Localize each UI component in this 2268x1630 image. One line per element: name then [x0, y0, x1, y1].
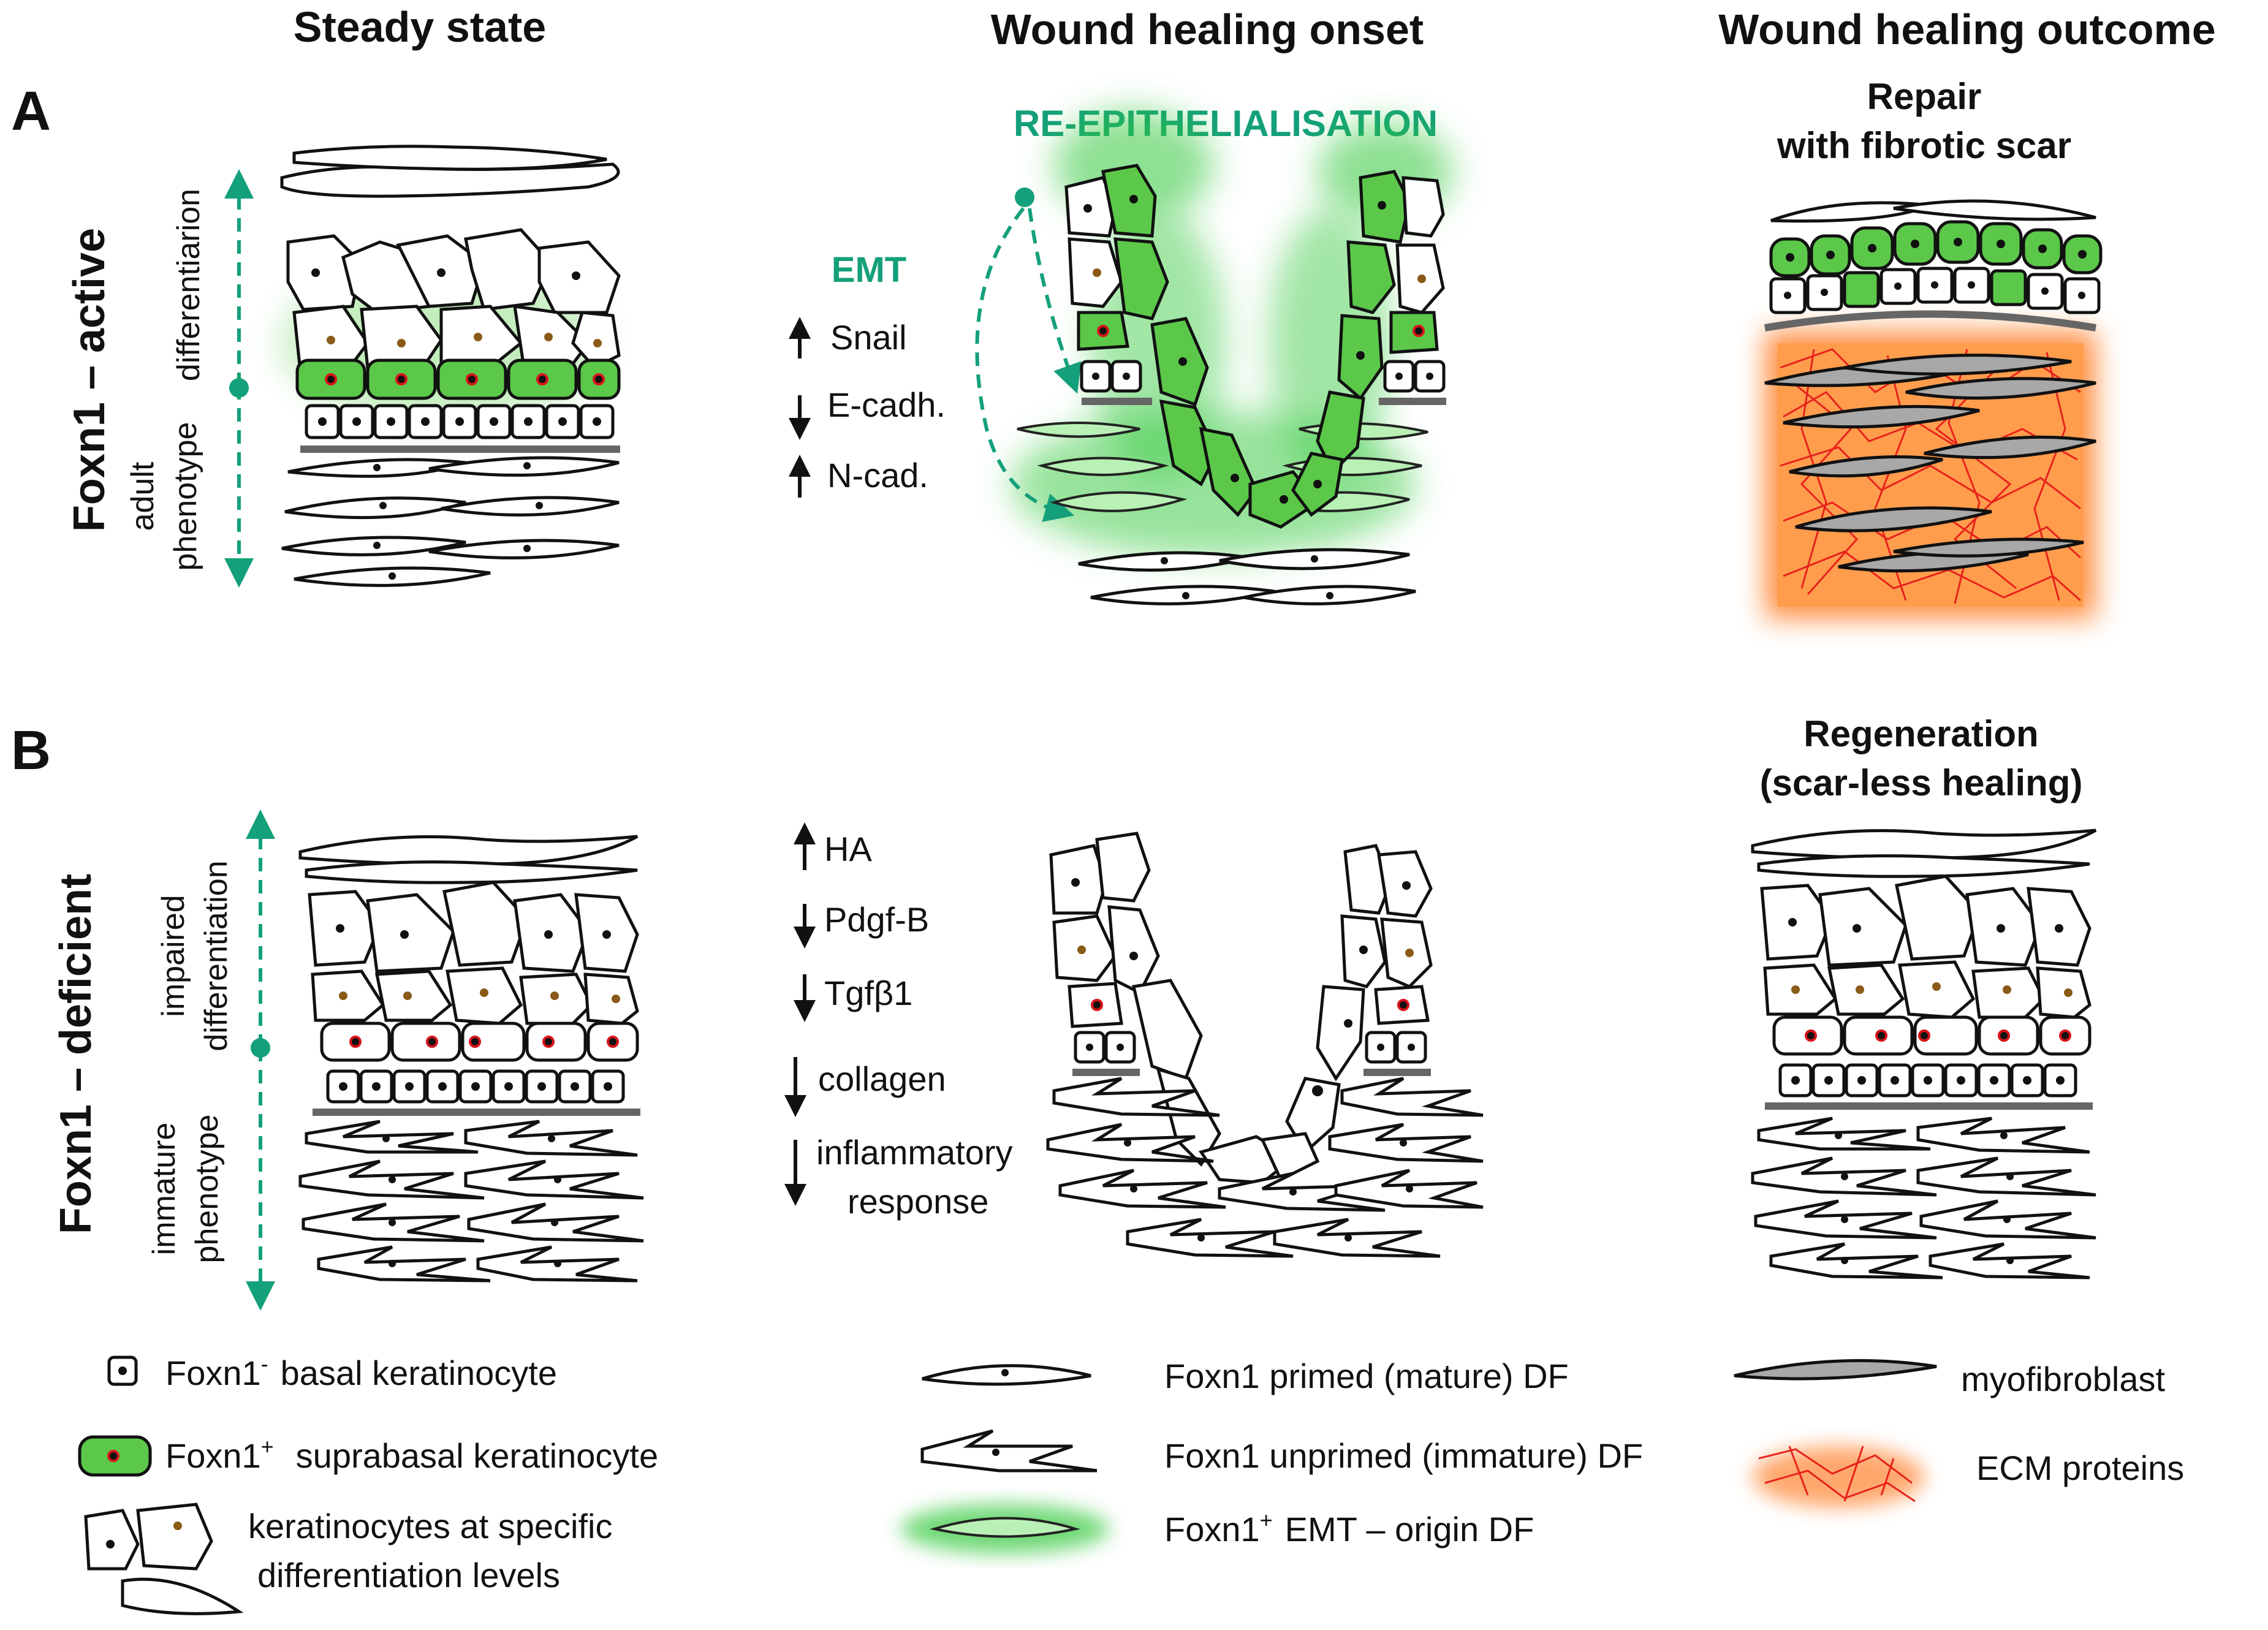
- axis-b-top-label-1: impaired: [156, 895, 191, 1017]
- axis-a: differentiarion adult phenotype: [125, 169, 254, 588]
- axis-a-top-label: differentiarion: [171, 189, 207, 381]
- basal-row-c: [1778, 1063, 2077, 1097]
- emt-label: EMT: [832, 250, 906, 290]
- marker-tgfb1: Tgfβ1: [824, 974, 912, 1012]
- marker-pdgfb: Pdgf-B: [824, 900, 929, 939]
- marker-ecadh: E-cadh.: [827, 385, 946, 424]
- legend-suprabasal-keratinocyte: Foxn1+ suprabasal keratinocyte: [78, 1434, 658, 1477]
- steady-state-b: [298, 835, 644, 1283]
- svg-text:Foxn1-basal keratinocyte: Foxn1-basal keratinocyte: [165, 1351, 557, 1392]
- legend-ecm: ECM proteins: [1753, 1446, 2184, 1507]
- legend-supra-foxn1: Foxn1: [165, 1436, 261, 1475]
- legend-primed-text: Foxn1 primed (mature) DF: [1164, 1357, 1569, 1395]
- legend-basal-keratinocyte: Foxn1-basal keratinocyte: [107, 1351, 557, 1392]
- legend-basal-foxn1: Foxn1: [165, 1354, 261, 1392]
- marker-inflammatory: inflammatory: [816, 1133, 1013, 1172]
- row-a-label: Foxn1 – active: [65, 228, 114, 532]
- marker-snail: Snail: [830, 318, 907, 357]
- axis-b-bottom-label-2: phenotype: [189, 1115, 225, 1264]
- legend-primed-df: Foxn1 primed (mature) DF: [922, 1357, 1569, 1395]
- row-b-label: Foxn1 – deficient: [51, 874, 101, 1234]
- marker-collagen: collagen: [818, 1060, 946, 1098]
- legend-emtdf-foxn1: Foxn1: [1164, 1510, 1260, 1549]
- outcome-b-line1: Regeneration: [1803, 713, 2038, 754]
- svg-text:Foxn1+EMT – origin DF: Foxn1+ EMT – origin DF: [1164, 1507, 1534, 1549]
- outcome-a-line2: with fibrotic scar: [1777, 125, 2071, 166]
- header-wound-outcome: Wound healing outcome: [1718, 6, 2215, 53]
- basal-row-a: [305, 404, 615, 439]
- legend-basal-text: basal keratinocyte: [281, 1354, 557, 1392]
- legend: Foxn1-basal keratinocyte Foxn1+suprabasa…: [78, 1351, 2184, 1615]
- legend-unprimed-df: Foxn1 unprimed (immature) DF: [920, 1429, 1643, 1475]
- legend-myofibroblast-text: myofibroblast: [1961, 1360, 2165, 1398]
- wound-outcome-a: Repair with fibrotic scar: [1764, 76, 2103, 619]
- header-wound-onset: Wound healing onset: [991, 6, 1424, 53]
- outcome-a-line1: Repair: [1867, 76, 1982, 117]
- marker-ncad: N-cad.: [827, 456, 928, 495]
- axis-b: impaired differentiation immature phenot…: [146, 809, 275, 1311]
- legend-keratinocytes-levels: keratinocytes at specific differentiatio…: [84, 1503, 612, 1615]
- legend-basal-sup: -: [261, 1351, 268, 1376]
- legend-kerat-line1: keratinocytes at specific: [248, 1507, 612, 1545]
- legend-supra-sup: +: [261, 1434, 274, 1459]
- legend-supra-text: suprabasal keratinocyte: [296, 1436, 658, 1475]
- wound-outcome-b: Regeneration (scar-less healing): [1751, 713, 2097, 1279]
- wound-onset-b: HA Pdgf-B Tgfβ1 collagen inflammatory re…: [784, 822, 1484, 1258]
- svg-text:Foxn1+suprabasal keratinocyte: Foxn1+ suprabasal keratinocyte: [165, 1434, 658, 1475]
- outcome-b-line2: (scar-less healing): [1760, 762, 2083, 803]
- legend-myofibroblast: myofibroblast: [1734, 1359, 2165, 1398]
- basal-row-b: [326, 1069, 625, 1104]
- steady-state-a: [280, 145, 621, 587]
- marker-ha: HA: [824, 830, 872, 868]
- axis-b-bottom-label-1: immature: [146, 1123, 182, 1256]
- axis-b-top-label-2: differentiation: [199, 860, 234, 1051]
- marker-response: response: [848, 1182, 988, 1221]
- legend-kerat-line2: differentiation levels: [257, 1556, 560, 1594]
- legend-unprimed-text: Foxn1 unprimed (immature) DF: [1164, 1436, 1643, 1475]
- legend-ecm-text: ECM proteins: [1976, 1449, 2184, 1487]
- header-steady-state: Steady state: [294, 3, 546, 51]
- axis-a-bottom-label-2: phenotype: [168, 422, 203, 571]
- wound-onset-a: RE-EPITHELIALISATION EMT Snail E-cadh. N…: [789, 103, 1452, 605]
- row-b-letter: B: [11, 720, 51, 781]
- legend-emt-df: Foxn1+ EMT – origin DF: [901, 1504, 1534, 1553]
- legend-emtdf-text: EMT – origin DF: [1285, 1510, 1534, 1549]
- legend-emtdf-sup: +: [1260, 1507, 1273, 1533]
- row-a-letter: A: [11, 81, 51, 142]
- axis-a-bottom-label-1: adult: [125, 461, 161, 531]
